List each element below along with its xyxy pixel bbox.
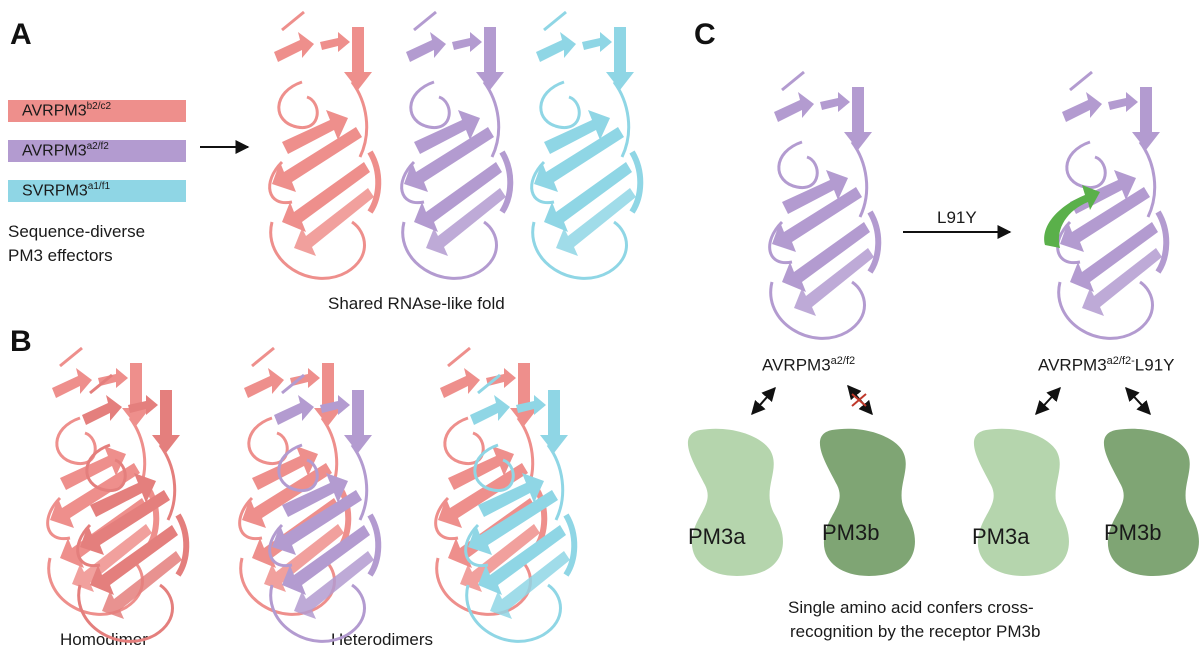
heterodimer-label: Heterodimers xyxy=(331,630,434,649)
receptor-label-pm3b-2: PM3b xyxy=(1104,520,1162,545)
left-protein-label: AVRPM3a2/f2 xyxy=(762,355,855,376)
left-protein-sup: a2/f2 xyxy=(830,355,856,367)
mutation-label: L91Y xyxy=(937,208,977,227)
panel-a-letter: A xyxy=(10,18,32,51)
effectors-caption-line1: Sequence-diverse xyxy=(8,222,146,241)
effector-sup: a1/f1 xyxy=(87,181,111,192)
receptor-label-pm3b-1: PM3b xyxy=(822,520,880,545)
effector-sup: b2/c2 xyxy=(86,101,112,112)
effector-name: SVRPM3 xyxy=(22,182,88,200)
left-protein-name: AVRPM3 xyxy=(762,355,831,375)
effector-name: AVRPM3 xyxy=(22,142,87,160)
panel-c-caption-line1: Single amino acid confers cross- xyxy=(788,598,1034,617)
effectors-caption-line2: PM3 effectors xyxy=(8,246,113,265)
effector-name: AVRPM3 xyxy=(22,102,87,120)
receptor-blob-pm3a-2 xyxy=(973,428,1069,576)
effector-sup: a2/f2 xyxy=(86,141,109,152)
effector-bar-avrpm3-b2c2: AVRPM3b2/c2 xyxy=(8,100,186,122)
receptor-blob-pm3b-2 xyxy=(1103,428,1199,576)
right-protein-name: AVRPM3 xyxy=(1038,355,1107,375)
panel-c-letter: C xyxy=(694,18,716,51)
receptor-blob-pm3b-1 xyxy=(819,428,915,576)
receptor-label-pm3a-1: PM3a xyxy=(688,524,746,549)
receptor-blob-pm3a-1 xyxy=(687,428,783,576)
right-protein-label: AVRPM3a2/f2-L91Y xyxy=(1038,355,1175,376)
fold-caption: Shared RNAse-like fold xyxy=(328,294,505,313)
right-protein-suffix: L91Y xyxy=(1134,355,1175,375)
panel-b-letter: B xyxy=(10,325,32,358)
panel-c-caption-line2: recognition by the receptor PM3b xyxy=(790,622,1041,641)
effector-bar-avrpm3-a2f2: AVRPM3a2/f2 xyxy=(8,140,186,162)
right-protein-sup: a2/f2- xyxy=(1106,355,1135,367)
effector-bar-svrpm3-a1f1: SVRPM3a1/f1 xyxy=(8,180,186,202)
homodimer-label: Homodimer xyxy=(60,630,148,649)
receptor-label-pm3a-2: PM3a xyxy=(972,524,1030,549)
